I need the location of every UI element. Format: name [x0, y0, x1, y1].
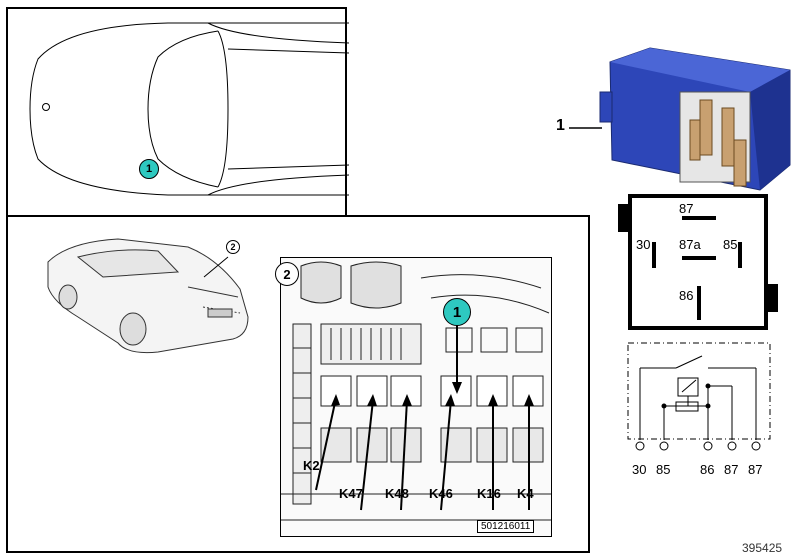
pin-label-85: 85	[656, 462, 671, 477]
pin-label-30: 30	[632, 462, 647, 477]
slot-label-k2: K2	[303, 458, 320, 473]
slot-label-k48: K48	[385, 486, 409, 501]
vehicle-overview-panel: 1	[6, 7, 349, 217]
relay-body	[599, 47, 791, 191]
car-top-view-outline	[29, 22, 349, 196]
terminal-30-label: 30	[636, 237, 651, 252]
slot-label-k4: K4	[517, 486, 534, 501]
fusebox-illustration: K2 K47 K48 K46 K16 K4 501216011 2 1	[275, 257, 552, 537]
terminal-87-label: 87	[679, 201, 694, 216]
diagram-id: 395425	[742, 541, 783, 555]
car-callout-2: 2	[226, 240, 240, 254]
drawing-number: 501216011	[477, 520, 535, 533]
relay-callout-1: 1	[443, 298, 471, 326]
part-number-label: 1	[556, 117, 565, 134]
terminal-86-label: 86	[679, 288, 694, 303]
installation-detail-panel: 2	[6, 215, 590, 553]
slot-label-k16: K16	[477, 486, 501, 501]
terminal-87a-label: 87a	[679, 237, 701, 252]
fusebox-callout-2: 2	[275, 262, 299, 286]
pin-label-86: 86	[700, 462, 715, 477]
pin-label-87b: 87	[748, 462, 763, 477]
terminal-layout-diagram	[618, 194, 778, 330]
relay-circuit-schematic	[627, 342, 771, 451]
fusebox-drawing	[281, 261, 551, 521]
car-perspective-illustration	[47, 238, 249, 354]
pin-label-87: 87	[724, 462, 739, 477]
overview-callout-1: 1	[139, 159, 159, 179]
slot-label-k46: K46	[429, 486, 453, 501]
terminal-85-label: 85	[723, 237, 738, 252]
slot-label-k47: K47	[339, 486, 363, 501]
